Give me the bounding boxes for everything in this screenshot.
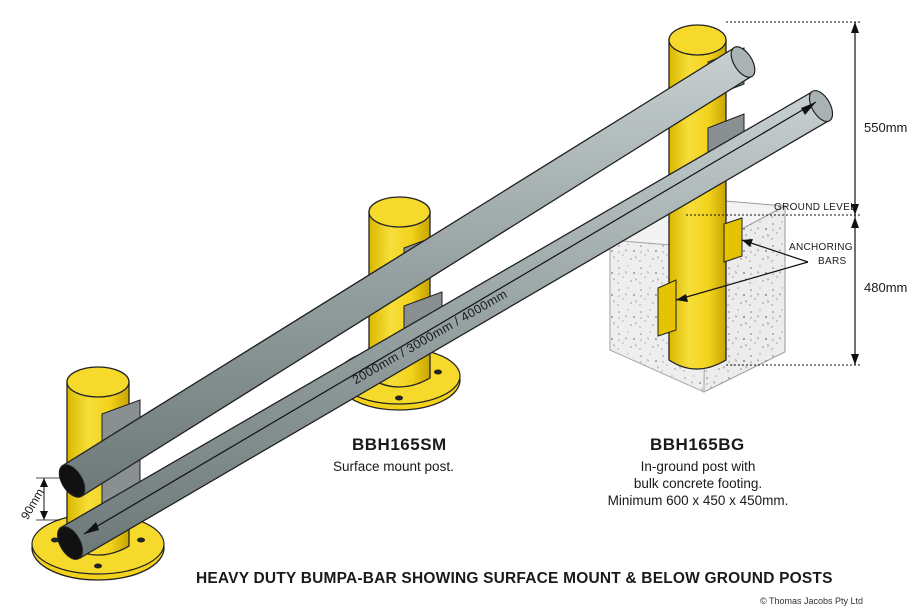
top-bar [58, 46, 756, 498]
height-dimensions [686, 21, 860, 366]
in-ground-description: In-ground post with bulk concrete footin… [600, 458, 796, 509]
surface-mount-description: Surface mount post. [333, 459, 454, 474]
in-ground-description-line1: In-ground post with [640, 459, 756, 474]
length-dimension-arrow [83, 101, 817, 535]
in-ground-description-line3: Minimum 600 x 450 x 450mm. [607, 493, 789, 508]
bottom-bar [57, 90, 834, 560]
anchoring-bars-label-line1: ANCHORING [789, 242, 853, 253]
diagram-caption: HEAVY DUTY BUMPA-BAR SHOWING SURFACE MOU… [196, 570, 833, 587]
anchoring-callout-arrows [675, 239, 809, 302]
in-ground-code: BBH165BG [650, 435, 745, 454]
below-ground-dimension-label: 480mm [864, 280, 908, 295]
ground-level-label: GROUND LEVEL [774, 202, 856, 213]
in-ground-description-line2: bulk concrete footing. [633, 476, 763, 491]
above-ground-dimension-label: 550mm [864, 120, 908, 135]
anchoring-bars-label-line2: BARS [818, 256, 847, 267]
surface-mount-code: BBH165SM [352, 435, 447, 454]
diameter-dimension [36, 477, 60, 521]
copyright-notice: © Thomas Jacobs Pty Ltd [760, 596, 864, 606]
